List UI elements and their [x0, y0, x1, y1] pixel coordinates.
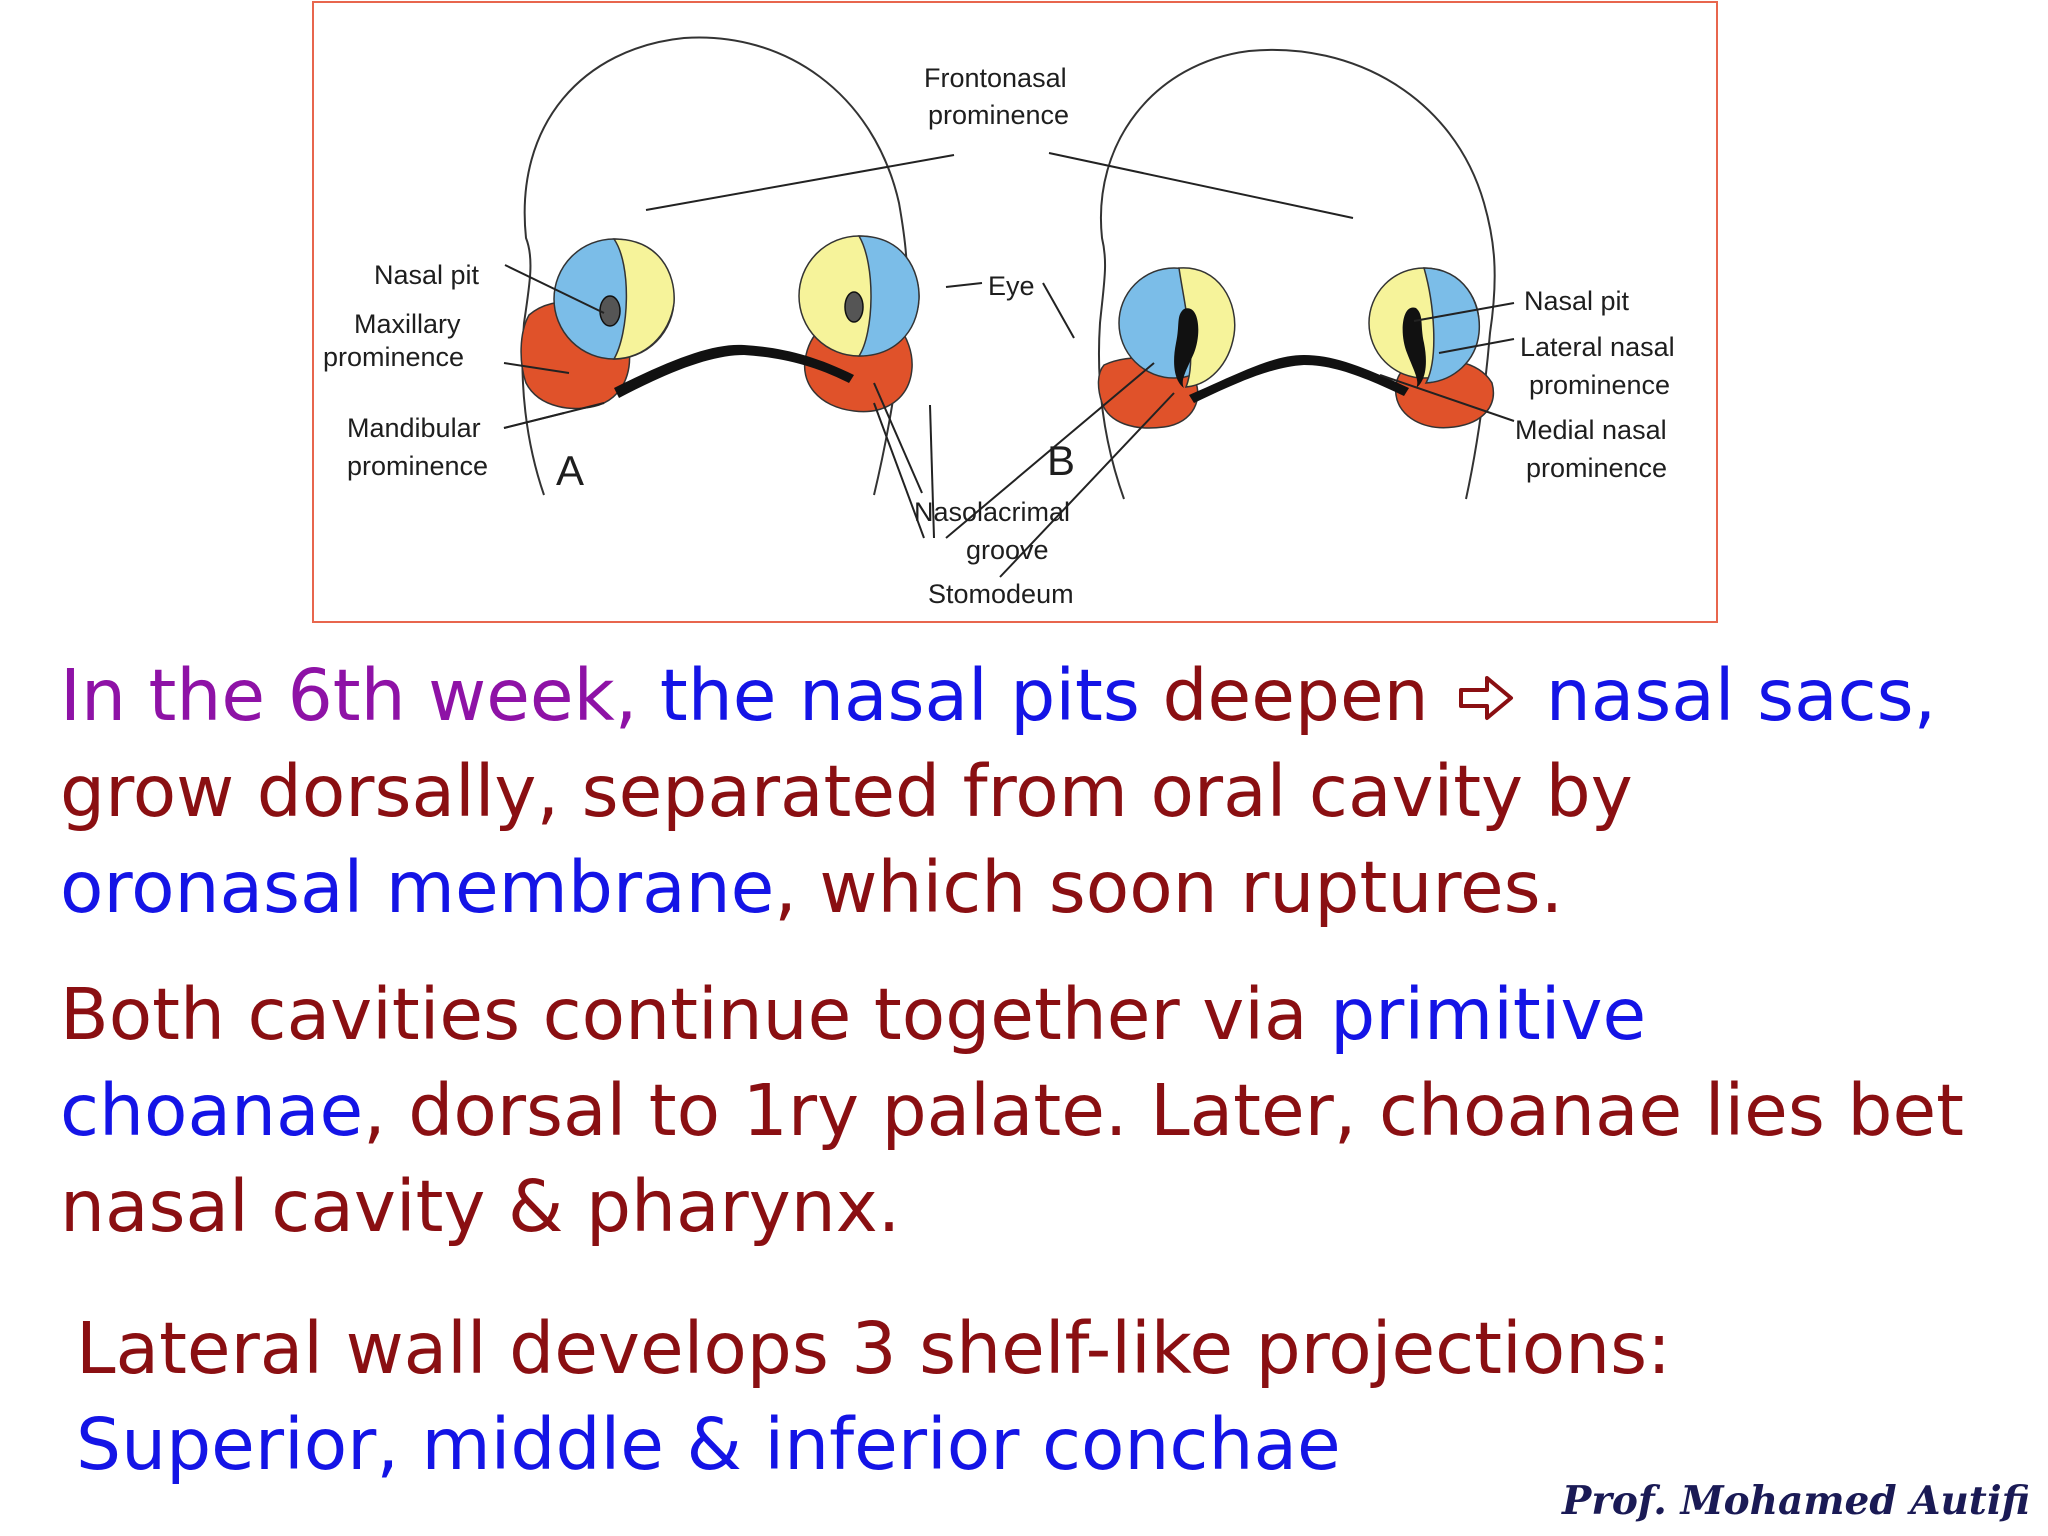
text-conchae: Superior, middle & inferior conchae — [76, 1403, 1341, 1486]
panel-b-stomodeum — [1189, 355, 1409, 403]
embryo-face-diagram: Frontonasal prominence Nasal pit Maxilla… — [323, 36, 1675, 609]
text-oronasal-membrane: oronasal membrane — [60, 846, 775, 929]
panel-b-nasal-pit-right — [1402, 307, 1426, 388]
text-sixth-week: In the 6th week, — [60, 654, 638, 737]
text-dorsal-palate: , dorsal to 1ry palate. Later, choanae l… — [363, 1069, 1964, 1152]
label-lateral-nasal-2: prominence — [1529, 370, 1670, 400]
label-nasolacrimal-2: groove — [966, 535, 1049, 565]
text-grow-dorsally: grow dorsally, separated from oral cavit… — [60, 750, 1633, 833]
label-medial-nasal-1: Medial nasal — [1515, 415, 1667, 445]
text-both-cavities: Both cavities continue together via — [60, 973, 1331, 1056]
paragraph-choanae: Both cavities continue together via prim… — [60, 967, 1964, 1255]
panel-b-nasal-lateral-right — [1423, 267, 1481, 384]
label-nasolacrimal-1: Nasolacrimal — [914, 497, 1070, 527]
panel-a-nasal-lateral-right — [857, 235, 920, 357]
author-signature: Prof. Mohamed Autifi — [1562, 1478, 2030, 1524]
paragraph-nasal-sacs: In the 6th week, the nasal pits deepen n… — [60, 648, 1936, 936]
text-nasal-pits: the nasal pits — [637, 654, 1140, 737]
right-arrow-icon — [1459, 676, 1514, 720]
text-deepen: deepen — [1139, 654, 1429, 737]
text-nasal-sacs: nasal sacs, — [1545, 654, 1937, 737]
label-lateral-nasal-1: Lateral nasal — [1520, 332, 1675, 362]
text-choanae: choanae — [60, 1069, 364, 1152]
label-nasal-pit-a: Nasal pit — [374, 260, 480, 290]
label-frontonasal-2: prominence — [928, 100, 1069, 130]
panel-b-drawing — [1097, 48, 1496, 500]
label-frontonasal-1: Frontonasal — [924, 63, 1067, 93]
text-nasal-cavity-pharynx: nasal cavity & pharynx. — [60, 1165, 901, 1248]
label-medial-nasal-2: prominence — [1526, 453, 1667, 483]
label-eye: Eye — [988, 271, 1035, 301]
label-maxillary-2: prominence — [323, 342, 464, 372]
panel-a-nasal-pit-right — [844, 291, 864, 323]
text-lateral-wall: Lateral wall develops 3 shelf-like proje… — [76, 1307, 1672, 1390]
label-maxillary-1: Maxillary — [354, 309, 461, 339]
label-stomodeum: Stomodeum — [928, 579, 1074, 609]
label-panel-a: A — [556, 447, 584, 494]
label-mandibular-1: Mandibular — [347, 413, 481, 443]
panel-a-drawing — [520, 36, 920, 496]
text-ruptures: , which soon ruptures. — [774, 846, 1564, 929]
paragraph-conchae: Lateral wall develops 3 shelf-like proje… — [76, 1301, 1671, 1493]
embryo-face-figure: Frontonasal prominence Nasal pit Maxilla… — [312, 1, 1718, 623]
label-panel-b: B — [1047, 437, 1075, 484]
panel-a-nasal-pit-left — [599, 295, 621, 327]
panel-b-head-outline — [1098, 48, 1496, 500]
panel-a-nasal-medial-left — [612, 238, 675, 360]
panel-b-nasal-pit-left — [1174, 308, 1199, 388]
text-primitive: primitive — [1330, 973, 1647, 1056]
panel-a-stomodeum — [614, 344, 854, 398]
label-nasal-pit-b: Nasal pit — [1524, 286, 1630, 316]
label-mandibular-2: prominence — [347, 451, 488, 481]
